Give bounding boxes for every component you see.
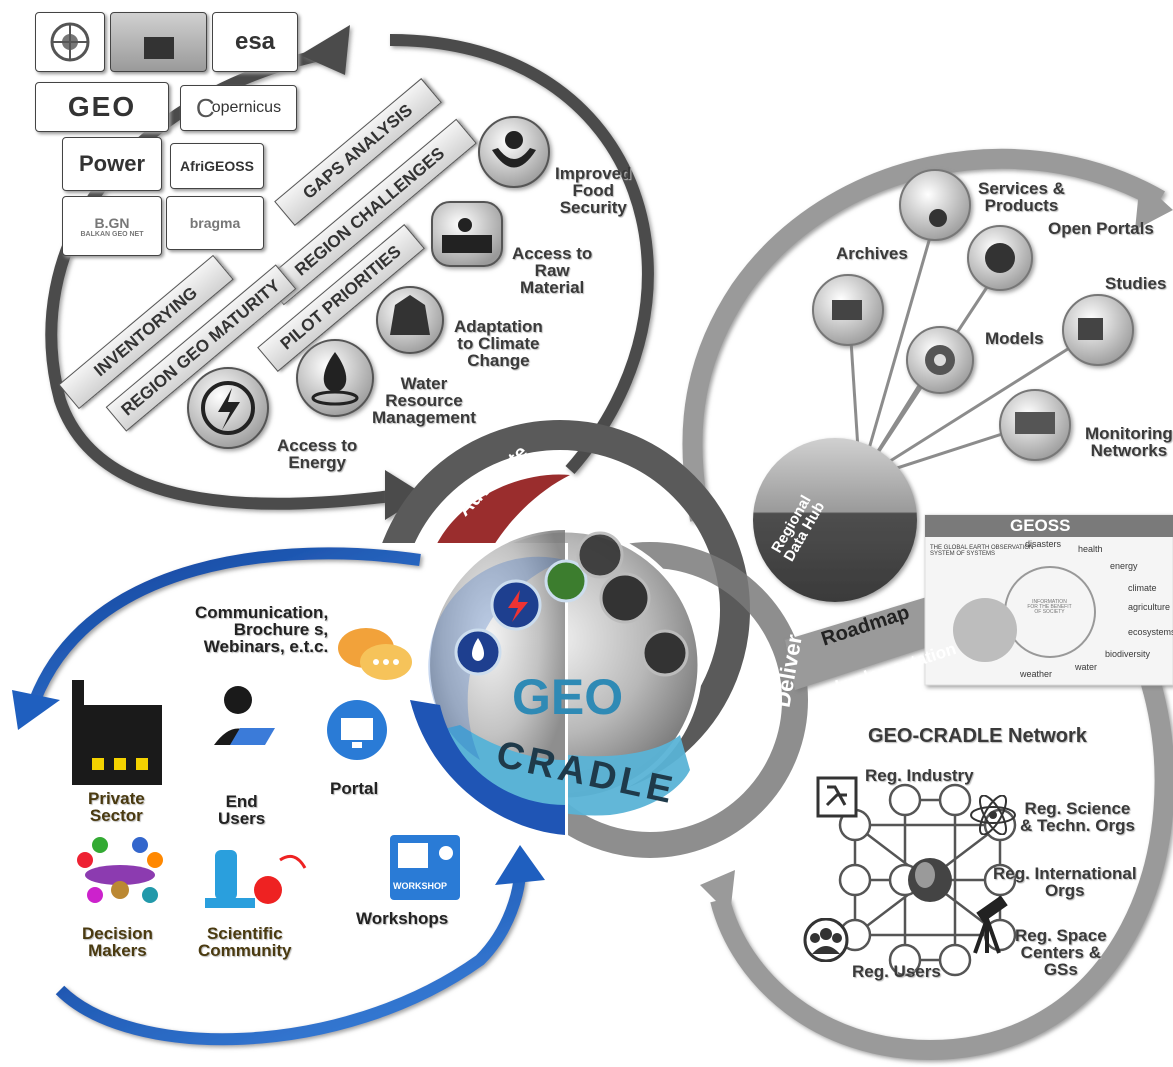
geoss-sba-water: water	[1075, 662, 1098, 672]
geoss-sba-disasters: disasters	[1025, 539, 1062, 549]
deliver-loop-arc	[682, 148, 1165, 522]
user-laptop-icon	[214, 686, 275, 745]
geoss-sba-biodiversity: biodiversity	[1105, 649, 1151, 659]
gears-icon	[899, 169, 971, 241]
power-logo: Power	[62, 137, 162, 191]
network-loop-arc	[710, 677, 1173, 1061]
microscope-icon	[205, 850, 307, 908]
deliver-icons	[812, 169, 1134, 461]
bgn-logo-text: B.GN	[94, 214, 130, 231]
afrigeoss-logo: AfriGEOSS	[170, 143, 264, 189]
users-group-icon	[803, 918, 849, 962]
power-logo-text: Power	[78, 151, 146, 176]
speech-bubble-icon	[338, 628, 412, 680]
network-title: GEO-CRADLE Network	[868, 725, 1087, 747]
network-arrowhead	[700, 870, 735, 915]
workshop-badge: WORKSHOP	[393, 881, 447, 891]
raw-material-icon	[431, 201, 503, 267]
un-emblem-icon	[50, 22, 90, 62]
geoss-subtitle: THE GLOBAL EARTH OBSERVATION SYSTEM OF S…	[930, 545, 1034, 557]
label-open-portals: Open Portals	[1048, 219, 1154, 238]
label-archives: Archives	[836, 244, 908, 263]
bragma-logo: bragma	[166, 196, 264, 250]
engage-icons	[72, 628, 460, 908]
engage-loop-arc-top	[29, 547, 421, 703]
label-portal: Portal	[330, 779, 379, 798]
eu-flag-icon	[143, 37, 174, 59]
geoss-sba-weather: weather	[1020, 669, 1053, 679]
network-graph	[838, 783, 1017, 977]
geo-center-text: GEO	[512, 669, 624, 725]
geoss-sba-climate: climate	[1128, 583, 1157, 593]
people-network-icon	[77, 837, 163, 903]
geoss-sba-agriculture: agriculture	[1128, 602, 1171, 612]
geoss-center-text: INFORMATION FOR THE BENEFIT OF SOCIETY	[1027, 599, 1072, 615]
eu-logo	[110, 12, 207, 72]
advocate-arrowhead-bottom	[385, 470, 425, 520]
label-models: Models	[985, 329, 1044, 348]
deliver-arrowhead-top	[1135, 180, 1173, 230]
factory-icon	[72, 680, 162, 785]
geo-logo-text: GEO	[67, 91, 137, 122]
geo-logo: GEO	[35, 82, 169, 132]
label-reg-science: Reg. Science& Techn. Orgs	[1020, 799, 1135, 835]
un-logo	[35, 12, 105, 72]
regional-data-hub	[753, 438, 917, 602]
workshop-icon	[390, 835, 460, 900]
label-workshops: Workshops	[356, 909, 449, 928]
engage-ring	[428, 556, 565, 760]
label-communication: Communication,Brochure s,Webinars, e.t.c…	[195, 603, 329, 656]
engage-blue-band	[410, 700, 565, 835]
circuit-icon	[816, 776, 858, 818]
label-services-products: Services &Products	[978, 179, 1065, 215]
monitor-icon	[327, 700, 387, 760]
bragma-logo-text: bragma	[189, 215, 241, 231]
label-studies: Studies	[1105, 274, 1167, 293]
atom-icon	[970, 795, 1016, 835]
bgn-logo-subtext: BALKAN GEO NET	[80, 230, 144, 238]
engage-arrowhead-bottom	[495, 845, 545, 885]
center-icons	[454, 531, 689, 677]
geoss-title: GEOSS	[1010, 516, 1071, 535]
geoss-sba-ecosystems: ecosystems	[1128, 627, 1173, 637]
esa-logo: esa	[212, 12, 298, 72]
engage-loop-arc-bottom	[55, 869, 526, 1046]
telescope-icon	[973, 895, 1008, 954]
label-reg-industry: Reg. Industry	[865, 766, 974, 785]
afrigeoss-logo-text: AfriGEOSS	[180, 158, 254, 174]
geoss-sba-energy: energy	[1110, 561, 1138, 571]
advocate-arrowhead-top	[300, 25, 350, 75]
food-security-icon	[478, 116, 550, 188]
label-reg-users: Reg. Users	[852, 962, 941, 981]
advocate-icons	[187, 116, 550, 449]
engage-arrowhead-left	[12, 690, 60, 730]
geoss-sba-health: health	[1078, 544, 1103, 554]
esa-logo-text: esa	[234, 28, 276, 55]
copernicus-logo-text: opernicus	[211, 99, 282, 116]
bgn-logo: B.GN BALKAN GEO NET	[62, 196, 162, 256]
